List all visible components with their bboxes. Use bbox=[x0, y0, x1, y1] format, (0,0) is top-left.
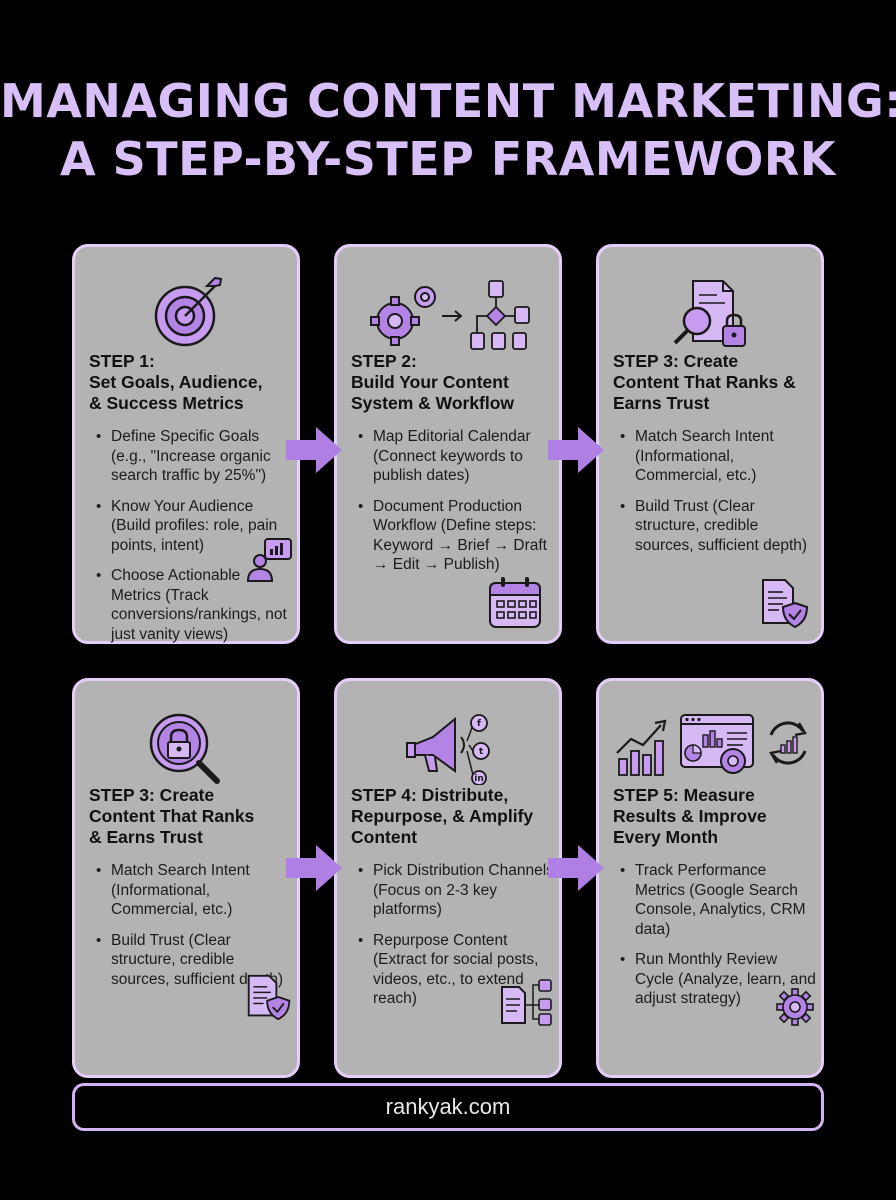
gear-icon bbox=[776, 988, 814, 1026]
step-title-line: Content bbox=[351, 827, 418, 847]
step-title-line: Repurpose, & Amplify bbox=[351, 806, 534, 826]
page-title: MANAGING CONTENT MARKETING: A STEP-BY-ST… bbox=[0, 72, 896, 188]
bullet-item: Know Your Audience (Build profiles: role… bbox=[89, 497, 293, 556]
step-title-line: Content That Ranks & bbox=[613, 372, 796, 392]
step-title-line: STEP 1: bbox=[89, 351, 155, 371]
step-title-line: Every Month bbox=[613, 827, 719, 847]
svg-text:in: in bbox=[474, 774, 484, 784]
svg-text:f: f bbox=[477, 719, 481, 729]
bullet-list: Pick Distribution Channels (Focus on 2-3… bbox=[351, 861, 555, 1020]
footer-url[interactable]: rankyak.com bbox=[72, 1083, 824, 1131]
step-title-line: System & Workflow bbox=[351, 393, 515, 413]
step-title-line: Set Goals, Audience, bbox=[89, 372, 263, 392]
step-title: STEP 3: Create Content That Ranks & Earn… bbox=[89, 785, 293, 848]
title-line-1: MANAGING CONTENT MARKETING: bbox=[0, 74, 896, 128]
step-title-line: Content That Ranks bbox=[89, 806, 255, 826]
step-title-line: & Success Metrics bbox=[89, 393, 244, 413]
svg-text:t: t bbox=[479, 747, 484, 757]
arrow-right-icon bbox=[286, 427, 342, 473]
document-share-icon bbox=[501, 979, 552, 1026]
step-title-line: STEP 4: Distribute, bbox=[351, 785, 509, 805]
bullet-item: Track Performance Metrics (Google Search… bbox=[613, 861, 817, 939]
bullet-item: Define Specific Goals (e.g., "Increase o… bbox=[89, 427, 293, 486]
bullet-list: Match Search Intent (Informational, Comm… bbox=[613, 427, 817, 566]
bullet-list: Map Editorial Calendar (Connect keywords… bbox=[351, 427, 555, 586]
step-card-1: STEP 1: Set Goals, Audience, & Success M… bbox=[72, 244, 300, 644]
step-title: STEP 3: Create Content That Ranks & Earn… bbox=[613, 351, 817, 414]
arrow-right-icon bbox=[286, 845, 342, 891]
step-title-line: STEP 3: Create bbox=[613, 351, 739, 371]
document-shield-icon bbox=[762, 579, 809, 629]
step-title: STEP 2: Build Your Content System & Work… bbox=[351, 351, 555, 414]
step-title-line: & Earns Trust bbox=[89, 827, 203, 847]
bullet-list: Track Performance Metrics (Google Search… bbox=[613, 861, 817, 1020]
lock-magnifier-icon bbox=[149, 713, 220, 784]
step-title-line: STEP 5: Measure bbox=[613, 785, 755, 805]
title-line-2: A STEP-BY-STEP FRAMEWORK bbox=[60, 132, 836, 186]
analytics-dashboard-icon bbox=[616, 714, 807, 776]
step-title: STEP 1: Set Goals, Audience, & Success M… bbox=[89, 351, 293, 414]
arrow-right-icon bbox=[548, 427, 604, 473]
bullet-item: Match Search Intent (Informational, Comm… bbox=[89, 861, 293, 920]
step-card-3: STEP 3: Create Content That Ranks & Earn… bbox=[596, 244, 824, 644]
bullet-item: Map Editorial Calendar (Connect keywords… bbox=[351, 427, 555, 486]
step-title: STEP 4: Distribute, Repurpose, & Amplify… bbox=[351, 785, 555, 848]
step-card-6: STEP 5: Measure Results & Improve Every … bbox=[596, 678, 824, 1078]
megaphone-social-icon: f t in bbox=[406, 714, 490, 785]
step-title-line: STEP 3: Create bbox=[89, 785, 215, 805]
bullet-item: Match Search Intent (Informational, Comm… bbox=[613, 427, 817, 486]
step-card-2: STEP 2: Build Your Content System & Work… bbox=[334, 244, 562, 644]
user-chart-icon bbox=[246, 538, 292, 582]
target-icon bbox=[154, 276, 223, 347]
bullet-list: Match Search Intent (Informational, Comm… bbox=[89, 861, 293, 1000]
bullet-item: Pick Distribution Channels (Focus on 2-3… bbox=[351, 861, 555, 920]
bullet-item: Build Trust (Clear structure, credible s… bbox=[89, 931, 293, 990]
gears-workflow-icon bbox=[370, 280, 530, 350]
step-title-line: Build Your Content bbox=[351, 372, 509, 392]
arrow-right-icon bbox=[548, 845, 604, 891]
step-title: STEP 5: Measure Results & Improve Every … bbox=[613, 785, 817, 848]
step-title-line: STEP 2: bbox=[351, 351, 417, 371]
bullet-item: Run Monthly Review Cycle (Analyze, learn… bbox=[613, 950, 817, 1009]
step-card-4: STEP 3: Create Content That Ranks & Earn… bbox=[72, 678, 300, 1078]
calendar-icon bbox=[489, 577, 541, 628]
bullet-item: Choose Actionable Metrics (Track convers… bbox=[89, 566, 293, 644]
bullet-list: Define Specific Goals (e.g., "Increase o… bbox=[89, 427, 293, 655]
bullet-item: Build Trust (Clear structure, credible s… bbox=[613, 497, 817, 556]
document-shield-icon bbox=[247, 974, 291, 1021]
step-title-line: Earns Trust bbox=[613, 393, 710, 413]
bullet-item: Repurpose Content (Extract for social po… bbox=[351, 931, 555, 1009]
step-title-line: Results & Improve bbox=[613, 806, 767, 826]
bullet-item: Document Production Workflow (Define ste… bbox=[351, 497, 555, 575]
step-card-5: f t in STEP 4: Distribute, Repurpose, & Am… bbox=[334, 678, 562, 1078]
document-search-lock-icon bbox=[673, 280, 746, 347]
